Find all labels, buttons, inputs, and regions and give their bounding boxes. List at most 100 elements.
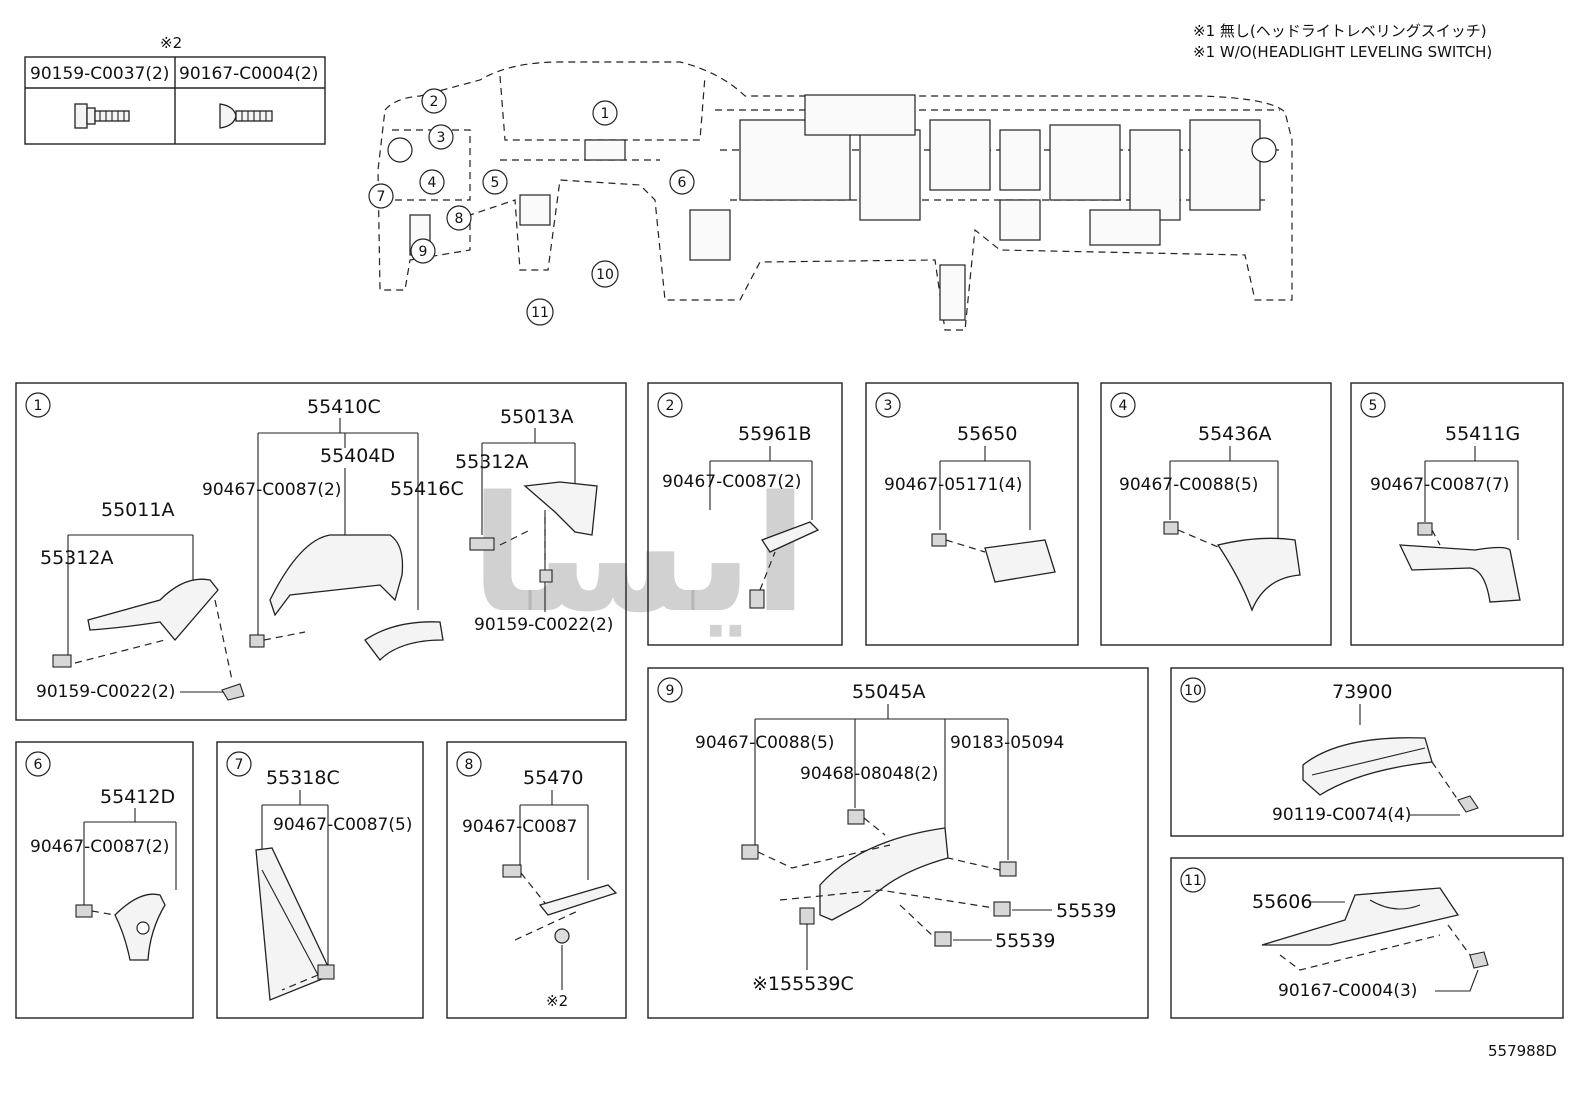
svg-text:4: 4 bbox=[428, 175, 437, 191]
label-55404D[interactable]: 55404D bbox=[320, 445, 395, 467]
label-90467-C0087-2-p2[interactable]: 90467-C0087(2) bbox=[662, 472, 801, 492]
bolt-table-mark: ※2 bbox=[160, 34, 182, 52]
label-90467-C0087-7[interactable]: 90467-C0087(7) bbox=[1370, 475, 1509, 495]
label-55539C[interactable]: ※155539C bbox=[752, 973, 854, 995]
callout-1[interactable]: 1 bbox=[592, 100, 618, 126]
callout-2[interactable]: 2 bbox=[421, 88, 447, 114]
svg-text:2: 2 bbox=[430, 94, 439, 110]
label-90467-C0087-5[interactable]: 90467-C0087(5) bbox=[273, 815, 412, 835]
watermark: ایسا bbox=[470, 461, 808, 648]
callout-11[interactable]: 11 bbox=[526, 298, 554, 326]
label-55961B[interactable]: 55961B bbox=[738, 423, 811, 445]
label-90468-08048-2[interactable]: 90468-08048(2) bbox=[800, 764, 938, 784]
label-90159-C0022-2-left[interactable]: 90159-C0022(2) bbox=[36, 682, 175, 702]
label-55312A-left[interactable]: 55312A bbox=[40, 547, 113, 569]
part-55606 bbox=[1261, 887, 1460, 946]
part-55404D bbox=[269, 534, 404, 617]
callout-5[interactable]: 5 bbox=[482, 169, 508, 195]
svg-text:11: 11 bbox=[531, 305, 549, 321]
label-73900[interactable]: 73900 bbox=[1332, 681, 1392, 703]
screw-p1-right bbox=[539, 569, 553, 583]
label-55045A[interactable]: 55045A bbox=[852, 681, 925, 703]
label-55539-upper[interactable]: 55539 bbox=[1056, 900, 1116, 922]
part-55470 bbox=[538, 884, 618, 916]
svg-text:9: 9 bbox=[666, 683, 675, 699]
label-55011A[interactable]: 55011A bbox=[101, 499, 174, 521]
label-55606[interactable]: 55606 bbox=[1252, 891, 1312, 913]
screw-90119 bbox=[1457, 795, 1479, 813]
svg-text:8: 8 bbox=[465, 757, 474, 773]
label-90183-05094[interactable]: 90183-05094 bbox=[950, 733, 1064, 753]
screw-p1-left bbox=[221, 683, 245, 701]
panel-7: 7 55318C 90467-C0087(5) bbox=[216, 741, 424, 1019]
callout-9[interactable]: 9 bbox=[410, 238, 436, 264]
svg-text:7: 7 bbox=[377, 189, 386, 205]
panel-5: 5 55411G 90467-C0087(7) bbox=[1350, 382, 1564, 646]
note-english: ※1 W/O(HEADLIGHT LEVELING SWITCH) bbox=[1193, 43, 1492, 61]
svg-text:1: 1 bbox=[34, 398, 43, 414]
label-55411G[interactable]: 55411G bbox=[1445, 423, 1520, 445]
callout-6[interactable]: 6 bbox=[669, 169, 695, 195]
svg-text:1: 1 bbox=[601, 106, 610, 122]
label-90467-C0087-p8[interactable]: 90467-C0087 bbox=[462, 817, 577, 837]
label-55436A[interactable]: 55436A bbox=[1198, 423, 1271, 445]
label-90467-C0088-5-p9[interactable]: 90467-C0088(5) bbox=[695, 733, 834, 753]
panel-6: 6 55412D 90467-C0087(2) bbox=[15, 741, 194, 1019]
label-90159-C0022-2-right[interactable]: 90159-C0022(2) bbox=[474, 615, 613, 635]
part-55436A bbox=[1216, 537, 1301, 612]
part-55045A bbox=[819, 827, 949, 921]
label-55312A-right[interactable]: 55312A bbox=[455, 451, 528, 473]
callout-8[interactable]: 8 bbox=[446, 205, 472, 231]
part-55961B bbox=[761, 521, 820, 553]
svg-text:7: 7 bbox=[235, 757, 244, 773]
part-55013A bbox=[523, 481, 598, 536]
svg-text:2: 2 bbox=[666, 398, 675, 414]
label-55650[interactable]: 55650 bbox=[957, 423, 1017, 445]
label-55412D[interactable]: 55412D bbox=[100, 786, 175, 808]
label-90467-C0087-2[interactable]: 90467-C0087(2) bbox=[202, 480, 341, 500]
callout-3[interactable]: 3 bbox=[428, 124, 454, 150]
label-90119-C0074-4[interactable]: 90119-C0074(4) bbox=[1272, 805, 1411, 825]
clip-55312A-right bbox=[469, 537, 495, 551]
panel-10: 10 73900 90119-C0074(4) bbox=[1170, 667, 1564, 837]
bolt-90167-icon bbox=[219, 103, 273, 129]
label-90167-C0004-3[interactable]: 90167-C0004(3) bbox=[1278, 981, 1417, 1001]
panel-4: 4 55436A 90467-C0088(5) bbox=[1100, 382, 1332, 646]
panel-2: 2 55961B 90467-C0087(2) bbox=[647, 382, 843, 646]
svg-text:3: 3 bbox=[884, 398, 893, 414]
label-55318C[interactable]: 55318C bbox=[266, 767, 340, 789]
panel-11: 11 55606 90167-C0004(3) bbox=[1170, 857, 1564, 1019]
bolt-table-col2: 90167-C0004(2) bbox=[179, 64, 318, 84]
panel-8: 8 55470 90467-C0087 ※2 bbox=[446, 741, 627, 1019]
svg-text:10: 10 bbox=[1184, 683, 1202, 699]
label-90467-C0087-2-p6[interactable]: 90467-C0087(2) bbox=[30, 837, 169, 857]
label-55470[interactable]: 55470 bbox=[523, 767, 583, 789]
label-55539-lower[interactable]: 55539 bbox=[995, 930, 1055, 952]
panel-3: 3 55650 90467-05171(4) bbox=[865, 382, 1079, 646]
part-73900 bbox=[1302, 737, 1433, 796]
clip-55312A-left bbox=[52, 654, 72, 668]
bolt-90159-icon bbox=[74, 103, 130, 129]
svg-text:4: 4 bbox=[1119, 398, 1128, 414]
callout-7[interactable]: 7 bbox=[368, 183, 394, 209]
bolt-table: ※2 90159-C0037(2) 90167-C0004(2) bbox=[24, 34, 326, 145]
bolt-table-col1: 90159-C0037(2) bbox=[30, 64, 169, 84]
label-55013A[interactable]: 55013A bbox=[500, 406, 573, 428]
part-55650 bbox=[984, 539, 1056, 583]
svg-text:11: 11 bbox=[1184, 873, 1202, 889]
label-90467-C0088-5[interactable]: 90467-C0088(5) bbox=[1119, 475, 1258, 495]
overview-callouts: 1 2 3 4 5 6 7 8 9 10 11 bbox=[368, 88, 695, 326]
label-55410C[interactable]: 55410C bbox=[307, 396, 381, 418]
note-japanese: ※1 無し(ヘッドライトレベリングスイッチ) bbox=[1193, 22, 1487, 40]
label-55416C[interactable]: 55416C bbox=[390, 478, 464, 500]
label-90467-05171-4[interactable]: 90467-05171(4) bbox=[884, 475, 1022, 495]
svg-text:10: 10 bbox=[596, 267, 614, 283]
svg-text:6: 6 bbox=[34, 757, 43, 773]
svg-text:3: 3 bbox=[437, 130, 446, 146]
svg-text:6: 6 bbox=[678, 175, 687, 191]
callout-4[interactable]: 4 bbox=[419, 169, 445, 195]
screw-90167 bbox=[1469, 951, 1489, 969]
panel-9: 9 55045A 90467-C0088(5) 90468-08048(2) 9… bbox=[647, 667, 1149, 1019]
callout-10[interactable]: 10 bbox=[591, 260, 619, 288]
